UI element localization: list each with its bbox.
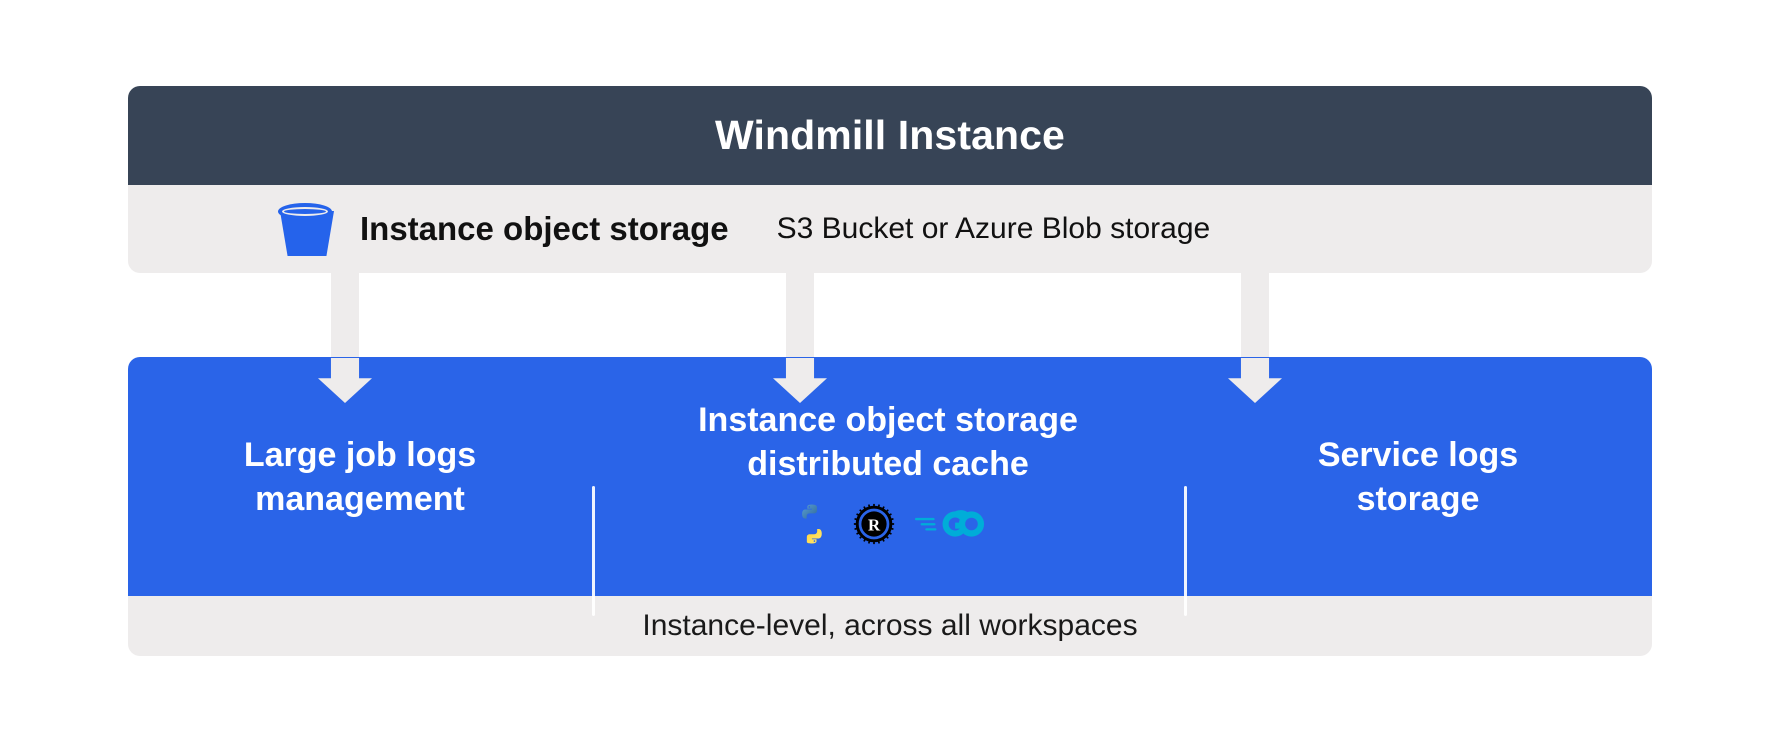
feature-column-service-logs: Service logs storage (1184, 357, 1652, 596)
page-title: Windmill Instance (715, 112, 1065, 158)
go-icon (915, 507, 985, 546)
footer-bar: Instance-level, across all workspaces (128, 596, 1652, 656)
connector-stem-3 (1241, 273, 1269, 358)
feature-title: Instance object storage distributed cach… (698, 400, 1078, 483)
instance-storage-description: S3 Bucket or Azure Blob storage (776, 212, 1211, 245)
windmill-instance-card: Windmill Instance Instance object storag… (128, 86, 1652, 656)
connector-stem-2 (786, 273, 814, 358)
feature-column-distributed-cache: Instance object storage distributed cach… (592, 357, 1184, 596)
feature-column-large-job-logs: Large job logs management (128, 357, 592, 596)
feature-title: Large job logs management (243, 435, 477, 518)
footer-label: Instance-level, across all workspaces (642, 609, 1138, 642)
language-icon-row: R (791, 503, 985, 550)
column-divider-2 (1184, 486, 1187, 616)
column-divider-1 (592, 486, 595, 616)
feature-title: Service logs storage (1317, 435, 1519, 518)
rust-icon: R (853, 503, 895, 550)
bucket-rim (278, 203, 332, 220)
instance-storage-row: Instance object storage S3 Bucket or Azu… (128, 185, 1652, 273)
svg-text:R: R (868, 515, 881, 534)
header-bar: Windmill Instance (128, 86, 1652, 185)
connector-stem-1 (331, 273, 359, 358)
instance-storage-label: Instance object storage (360, 210, 729, 247)
bucket-icon (276, 199, 338, 259)
python-icon (791, 503, 833, 550)
features-panel: Large job logs management Instance objec… (128, 357, 1652, 596)
